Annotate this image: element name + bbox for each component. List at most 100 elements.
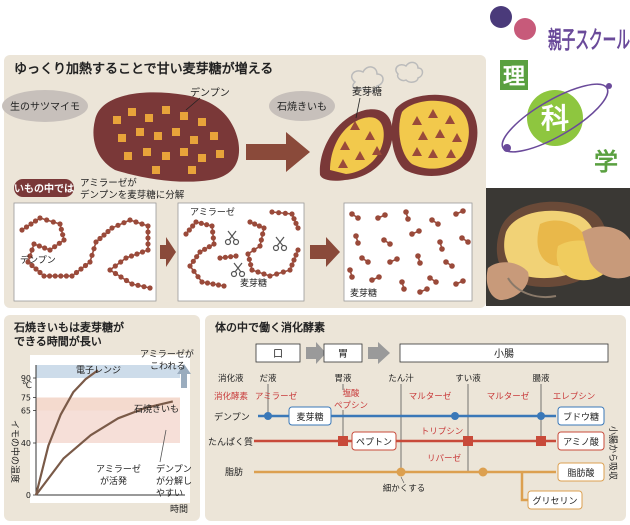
maltose-unit	[349, 274, 355, 280]
starch-chain-unit	[47, 247, 53, 253]
inside-badge	[14, 179, 74, 197]
organ-mouth	[255, 343, 301, 363]
broken-label-1: アミラーゼが	[140, 348, 194, 360]
subject-logo: 理 科 学	[500, 60, 618, 176]
xlabel: 時間	[170, 504, 188, 515]
raw-potato	[93, 92, 240, 182]
cut-chain-unit	[228, 254, 234, 260]
starch-chain-unit	[115, 222, 121, 228]
cut-chain-unit	[269, 209, 275, 215]
ka-char: 科	[541, 102, 569, 135]
organ-small-intestine	[399, 343, 609, 363]
starch-chain-unit	[141, 284, 147, 290]
starch-chain-unit	[93, 239, 99, 245]
product-glycerin-box	[527, 490, 583, 510]
cut-chain-unit	[267, 273, 273, 279]
starch-chain-unit	[105, 228, 111, 235]
starch-chain-unit	[32, 218, 39, 224]
starch-chain-unit	[57, 221, 63, 227]
starch-chain-unit	[69, 273, 75, 279]
cut-chain-unit	[183, 231, 189, 237]
series-title: 親子スクール	[548, 26, 630, 54]
starch-chain-unit	[82, 262, 89, 269]
cut-chain-unit	[191, 268, 197, 274]
cut-chain-unit	[245, 251, 251, 257]
enzyme-amylase: アミラーゼ	[255, 391, 298, 402]
starch-chain-unit	[118, 259, 124, 265]
cut-chain-unit	[198, 220, 204, 226]
cut-chain-unit	[187, 263, 193, 269]
cut-chain-unit	[289, 211, 295, 217]
starch-chain-unit	[23, 224, 30, 230]
cut-chain-unit	[295, 247, 301, 253]
easy-label-3: やすい	[156, 488, 183, 499]
cut-chain-unit	[276, 210, 282, 216]
baked-potato-right	[391, 94, 478, 176]
enzyme-maltase-1: マルターゼ	[409, 391, 452, 402]
starch-chain-unit	[52, 244, 58, 250]
inside-desc-1: アミラーゼが	[80, 177, 137, 189]
inside-desc-2: デンプンを麦芽糖に分解	[80, 189, 185, 201]
maltose-unit	[365, 259, 371, 265]
cut-chain-unit	[291, 257, 297, 263]
starch-chain-unit	[127, 217, 133, 223]
starch-chain-unit	[145, 223, 151, 229]
y-tick-label: 0	[26, 491, 31, 500]
node-starch-maltase-1	[451, 412, 459, 420]
node-protein-trypsin	[463, 436, 473, 446]
maltose-unit	[449, 263, 455, 269]
maltose-unit	[353, 233, 359, 239]
product-glucose-box	[557, 406, 605, 426]
maltose-unit	[375, 215, 381, 221]
maltose-unit	[376, 274, 382, 280]
maltose-unit	[459, 235, 465, 241]
cut-chain-unit	[289, 262, 295, 268]
absorb-label: 小腸から吸収	[607, 426, 619, 480]
y-tick-label: 75	[21, 394, 31, 403]
cut-chain-unit	[199, 279, 205, 285]
heat-arrow	[246, 132, 310, 172]
baked-potato-bubble	[269, 91, 335, 121]
starch-chain-unit	[61, 237, 67, 243]
maltose-unit	[417, 260, 423, 266]
starch-leader	[185, 97, 201, 111]
juice-saliva: だ液	[259, 373, 277, 384]
maltose-unit	[382, 212, 388, 218]
maltose-unit	[381, 237, 387, 243]
cut-chains	[183, 209, 301, 289]
maltose-unit	[427, 275, 433, 281]
series-label-microwave: 電子レンジ	[76, 365, 121, 376]
cut-chain-unit	[204, 280, 211, 286]
starch-chain-unit	[36, 243, 42, 249]
row-fat-label: 脂肪	[225, 466, 243, 478]
organ-arrow-1	[306, 342, 326, 364]
cut-chain-unit	[202, 246, 208, 252]
node-fat-lipase	[478, 467, 488, 477]
destroy-arrow	[177, 364, 191, 388]
starch-chain-unit	[78, 266, 84, 272]
ri-box	[500, 60, 528, 90]
cut-chain-unit	[221, 283, 227, 289]
enzyme-panel-title: 体の中で働く消化酵素	[215, 320, 325, 334]
cut-chain-unit	[194, 254, 200, 260]
y-tick-label: 65	[21, 407, 31, 416]
orbit-dot	[503, 144, 511, 152]
juice-intestinal: 腸液	[532, 373, 550, 384]
ri-char: 理	[503, 65, 525, 90]
cut-chain-unit	[215, 282, 222, 288]
maltose-unit	[435, 221, 441, 227]
maltose-unit	[405, 216, 411, 222]
cut-chain-unit	[248, 262, 254, 268]
starch-chain-unit	[139, 221, 145, 227]
chart-title-1: 石焼きいもは麦芽糖が	[13, 320, 124, 334]
maltose-unit	[460, 278, 466, 284]
maltose-triangles	[338, 109, 462, 168]
baked-potato-label: 石焼きいも	[277, 101, 327, 113]
starch-chain-unit	[139, 249, 146, 255]
starch-chain-unit	[87, 259, 93, 265]
node-protein-erepsin	[536, 436, 546, 446]
organ-stomach-label: 胃	[338, 348, 348, 360]
maltose-label: 麦芽糖	[352, 85, 382, 98]
maltose-unit	[415, 253, 421, 259]
